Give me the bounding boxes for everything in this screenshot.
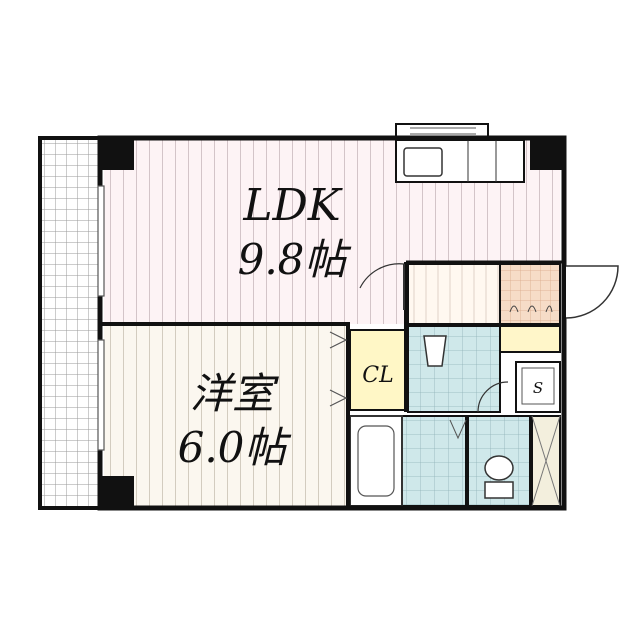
closet-label: CL <box>362 363 393 388</box>
shoe-storage-label: S <box>533 379 543 397</box>
kitchen-unit <box>395 123 525 183</box>
western-room-size-label: 6.0帖 <box>178 423 292 472</box>
entrance-door-swing-icon <box>565 265 619 319</box>
closet-door-icon <box>329 331 348 407</box>
kitchen-counter <box>407 263 561 325</box>
toilet-icon <box>484 455 514 499</box>
walls <box>97 135 567 511</box>
ldk-size-label: 9.8帖 <box>238 235 352 284</box>
washroom <box>407 325 509 413</box>
washroom-door-swing-icon <box>477 381 509 413</box>
shoe-storage: S <box>515 361 561 413</box>
ldk-door-swing-icon <box>359 263 405 310</box>
fridge-space <box>499 325 561 353</box>
closet: CL <box>349 329 407 411</box>
washbasin-icon <box>423 335 447 367</box>
western-room <box>104 326 348 506</box>
genkan <box>531 415 561 507</box>
ldk-name-label: LDK <box>242 180 342 231</box>
balcony-windows <box>97 185 105 451</box>
columns <box>100 138 564 508</box>
bathroom <box>349 415 467 507</box>
balcony <box>38 136 102 510</box>
sink-icon <box>403 147 443 177</box>
toilet-room <box>467 415 531 507</box>
western-room-name-label: 洋室 <box>190 369 279 418</box>
